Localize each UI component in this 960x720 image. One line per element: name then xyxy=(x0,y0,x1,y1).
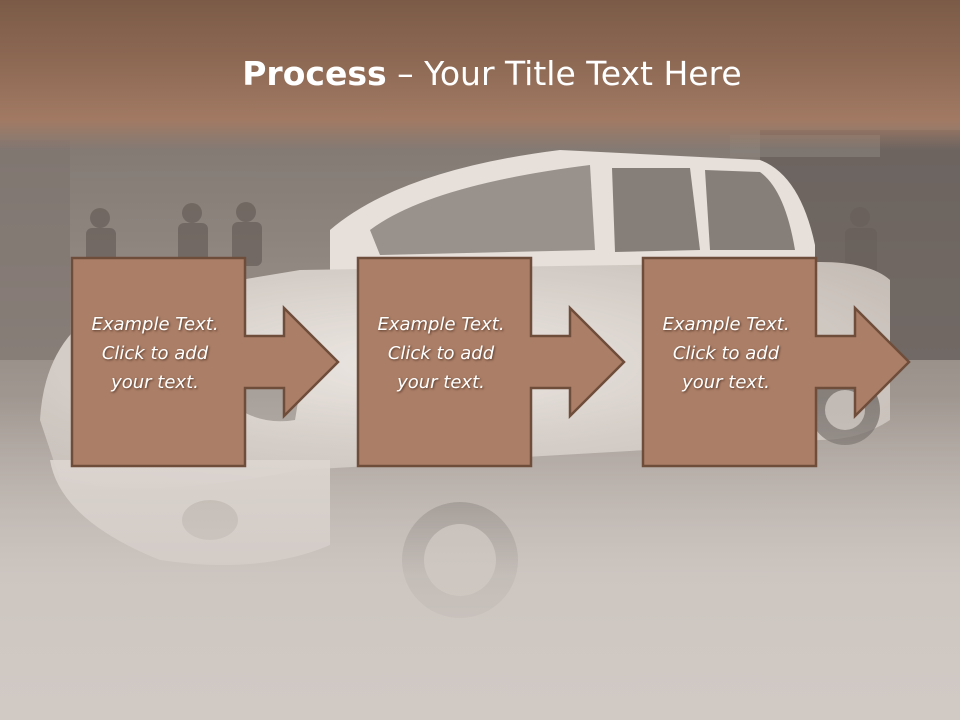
arrow-callout-shape xyxy=(70,256,340,468)
slide-title[interactable]: Process – Your Title Text Here xyxy=(0,52,960,96)
title-rest: Your Title Text Here xyxy=(424,54,742,93)
arrow-callout-shape xyxy=(641,256,911,468)
title-dash: – xyxy=(386,54,425,93)
step-text: Example Text. Click to add your text. xyxy=(645,310,807,397)
step-text-line: your text. xyxy=(682,372,770,393)
step-text-line: Example Text. xyxy=(91,314,219,335)
step-text: Example Text. Click to add your text. xyxy=(74,310,236,397)
process-step-2[interactable]: Example Text. Click to add your text. xyxy=(356,256,626,468)
step-text-line: your text. xyxy=(111,372,199,393)
step-text-line: Click to add xyxy=(101,343,209,364)
step-text-line: your text. xyxy=(397,372,485,393)
step-text-line: Click to add xyxy=(672,343,780,364)
process-step-3[interactable]: Example Text. Click to add your text. xyxy=(641,256,911,468)
arrow-callout-shape xyxy=(356,256,626,468)
step-text-line: Click to add xyxy=(387,343,495,364)
step-text-line: Example Text. xyxy=(377,314,505,335)
process-step-1[interactable]: Example Text. Click to add your text. xyxy=(70,256,340,468)
step-text-line: Example Text. xyxy=(662,314,790,335)
title-bar xyxy=(0,0,960,150)
title-bold-part: Process xyxy=(242,54,387,93)
step-text: Example Text. Click to add your text. xyxy=(360,310,522,397)
